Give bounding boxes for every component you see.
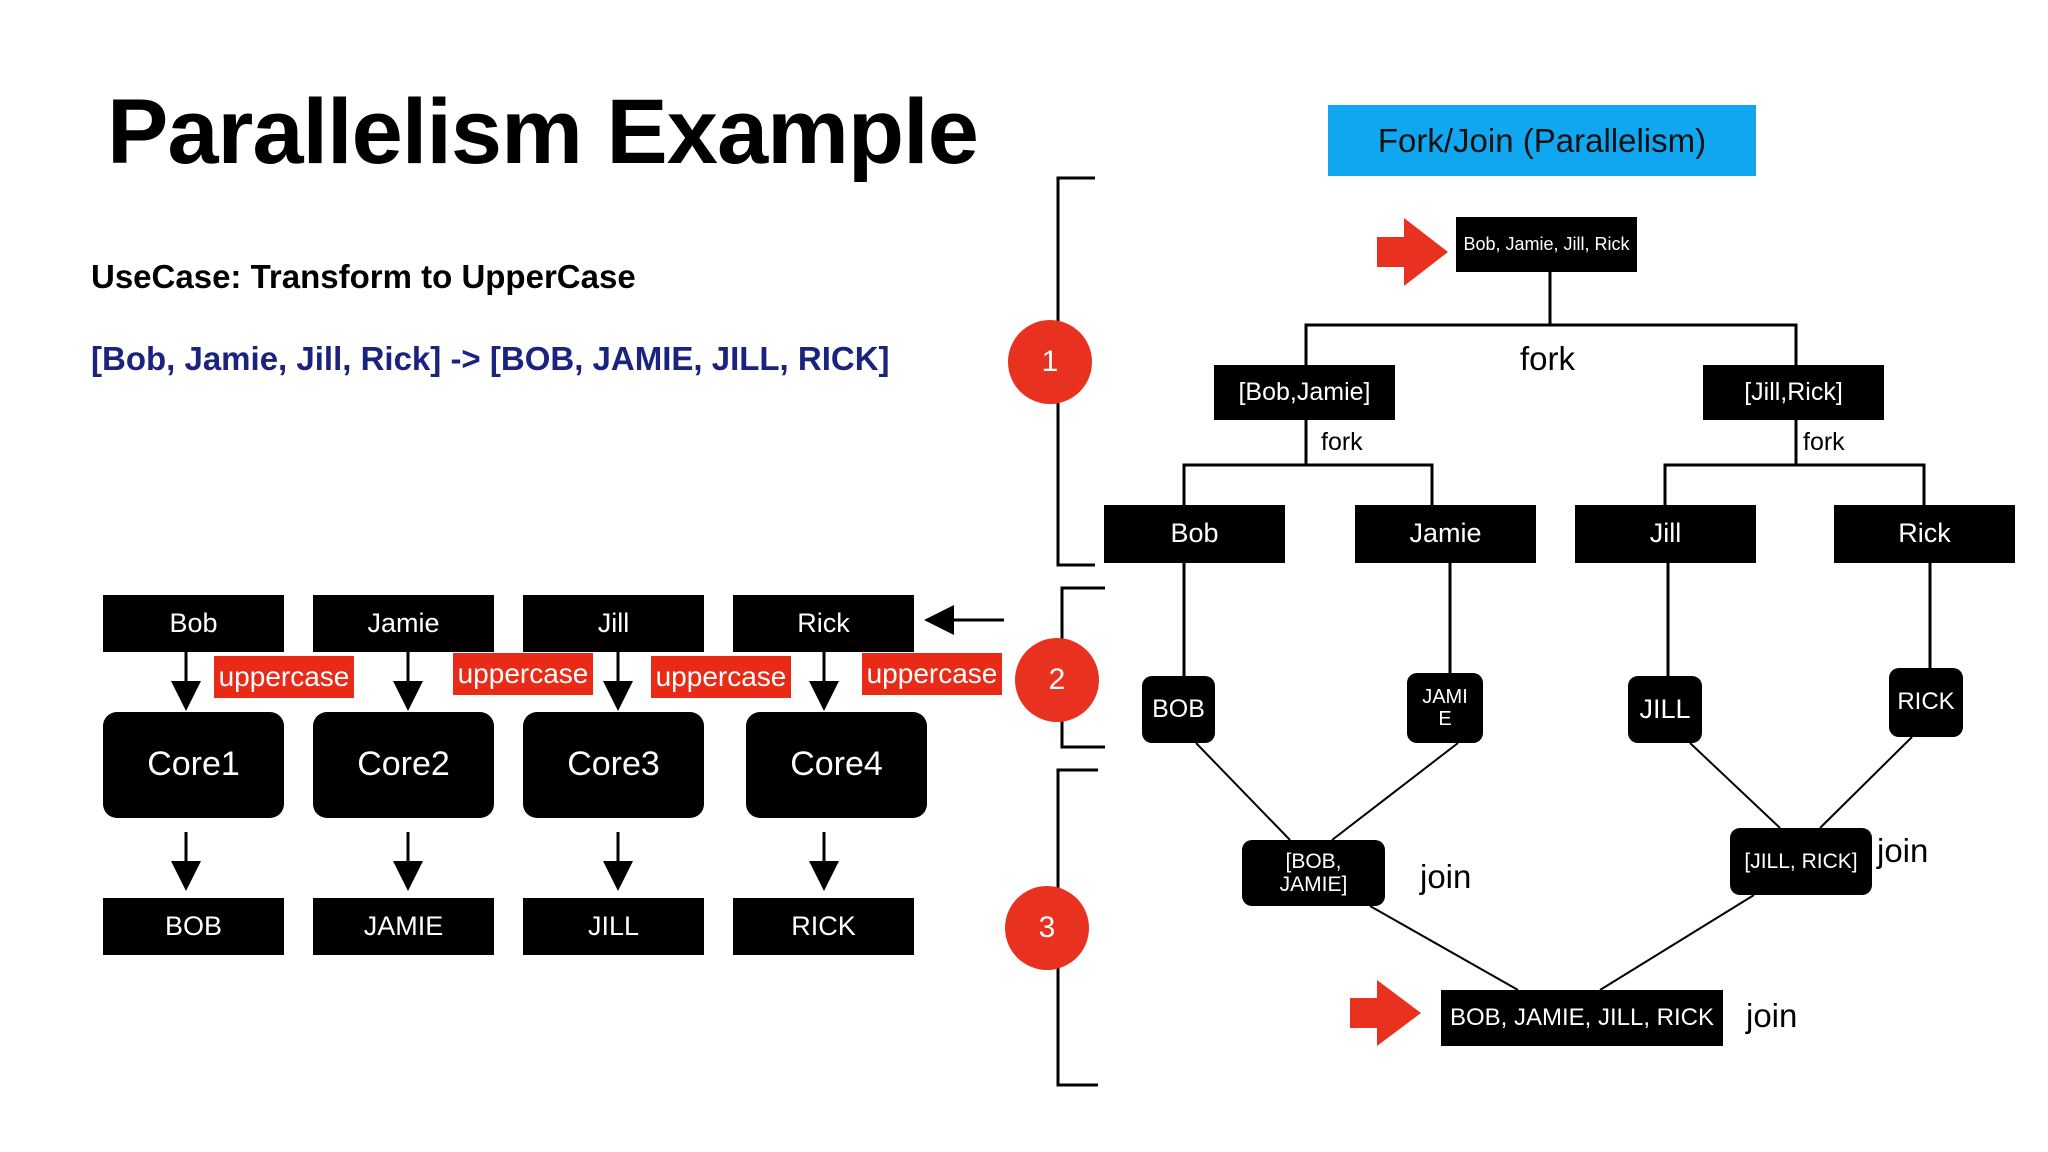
uppercase-label-1: uppercase <box>214 656 354 698</box>
leaf-jill: Jill <box>1575 505 1756 563</box>
upper-rick-node: RICK <box>1889 668 1963 737</box>
step-1-badge: 1 <box>1008 320 1092 404</box>
root-node: Bob, Jamie, Jill, Rick <box>1456 217 1637 272</box>
input-rick: Rick <box>733 595 914 652</box>
step-3-badge: 3 <box>1005 886 1089 970</box>
join-left-label: join <box>1420 858 1472 895</box>
core-3: Core3 <box>523 712 704 818</box>
split-left-node: [Bob,Jamie] <box>1214 365 1395 420</box>
fork-left-label: fork <box>1321 428 1363 456</box>
final-join-label: join <box>1746 997 1798 1034</box>
final-node: BOB, JAMIE, JILL, RICK <box>1441 990 1723 1046</box>
upper-jamie-node: JAMI E <box>1407 673 1483 743</box>
input-jamie: Jamie <box>313 595 494 652</box>
red-arrows <box>1350 218 1448 1046</box>
uppercase-label-2: uppercase <box>453 653 593 695</box>
leaf-bob: Bob <box>1104 505 1285 563</box>
join-left-line2: JAMIE] <box>1279 873 1348 896</box>
join-left-node: [BOB, JAMIE] <box>1242 840 1385 906</box>
output-rick: RICK <box>733 898 914 955</box>
example-text: [Bob, Jamie, Jill, Rick] -> [BOB, JAMIE,… <box>91 340 890 377</box>
upper-bob-node: BOB <box>1142 676 1215 743</box>
input-jill: Jill <box>523 595 704 652</box>
uppercase-label-3: uppercase <box>651 656 791 698</box>
leaf-jamie: Jamie <box>1355 505 1536 563</box>
fork-join-header: Fork/Join (Parallelism) <box>1328 105 1756 176</box>
join-left-line1: [BOB, <box>1285 849 1342 873</box>
core-2: Core2 <box>313 712 494 818</box>
step-2-badge: 2 <box>1015 638 1099 722</box>
output-jill: JILL <box>523 898 704 955</box>
join-right-label: join <box>1877 832 1929 869</box>
page-title: Parallelism Example <box>107 81 979 183</box>
input-bob: Bob <box>103 595 284 652</box>
upper-jamie-line1: JAMI <box>1422 686 1468 708</box>
join-right-node: [JILL, RICK] <box>1730 828 1872 895</box>
output-bob: BOB <box>103 898 284 955</box>
core-1: Core1 <box>103 712 284 818</box>
fork-label: fork <box>1520 340 1576 377</box>
uppercase-label-4: uppercase <box>862 653 1002 695</box>
upper-jill-node: JILL <box>1628 676 1702 743</box>
split-right-node: [Jill,Rick] <box>1703 365 1884 420</box>
usecase-text: UseCase: Transform to UpperCase <box>91 258 636 295</box>
fork-right-label: fork <box>1803 428 1845 456</box>
core-4: Core4 <box>746 712 927 818</box>
output-jamie: JAMIE <box>313 898 494 955</box>
leaf-rick: Rick <box>1834 505 2015 563</box>
upper-jamie-line2: E <box>1438 708 1452 730</box>
